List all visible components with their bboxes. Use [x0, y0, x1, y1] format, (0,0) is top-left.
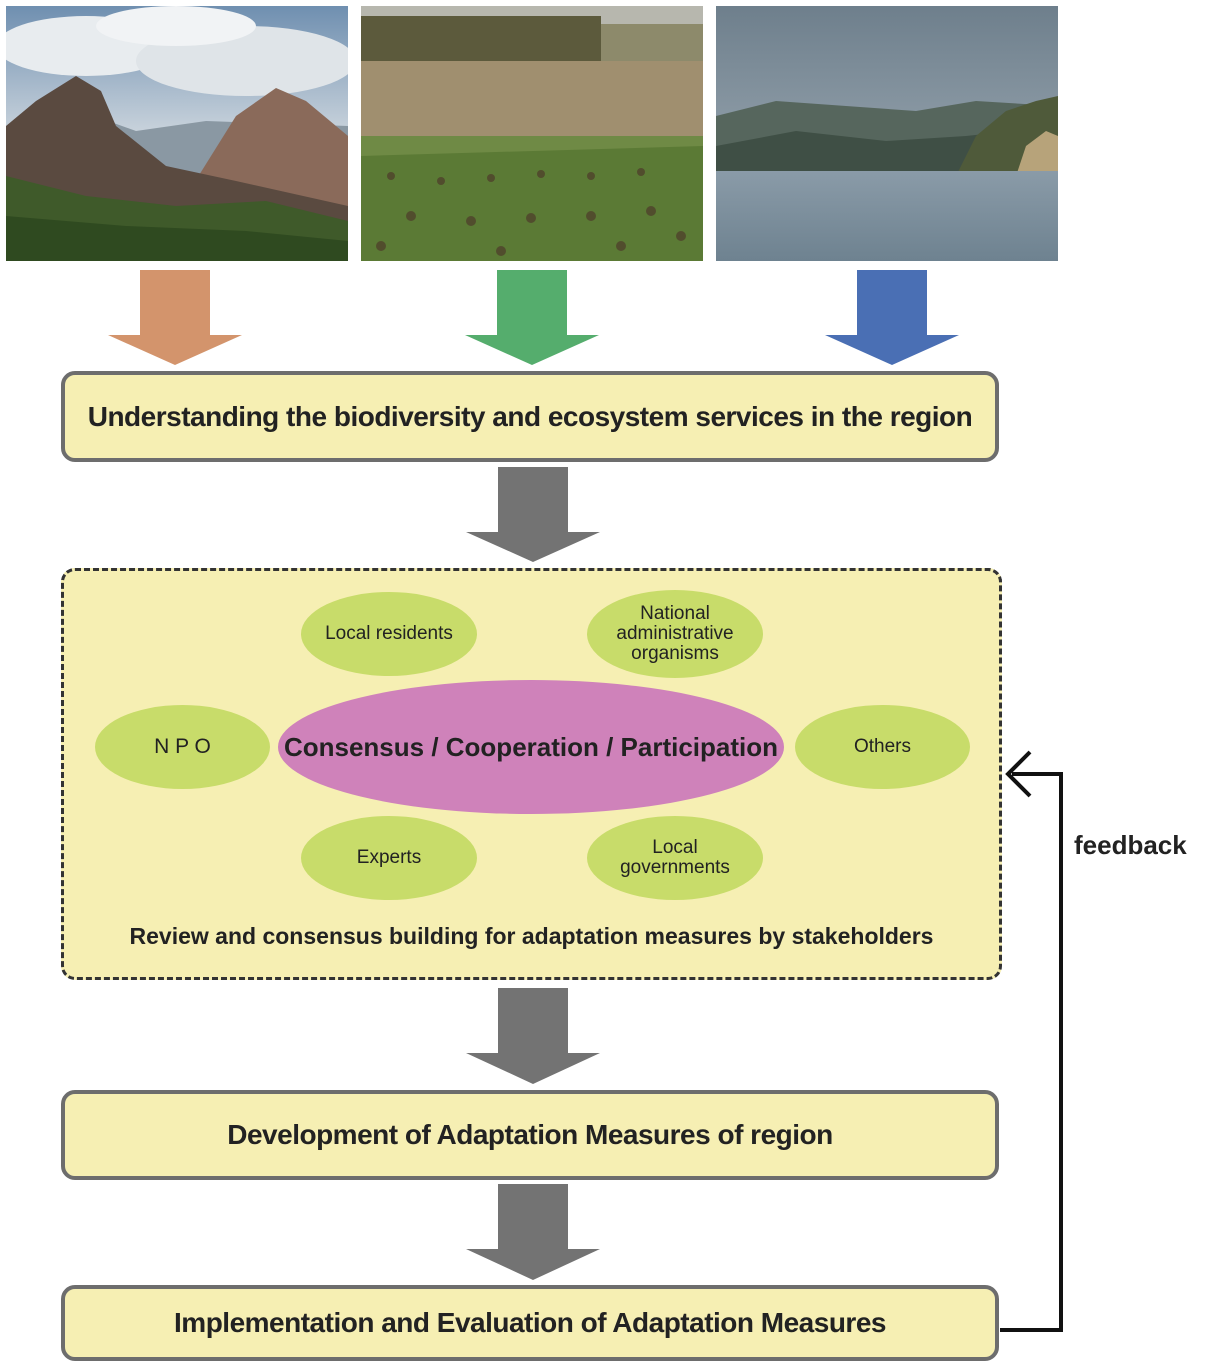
arrow-left-shape — [108, 270, 242, 365]
arrow-gray-shape — [466, 1184, 600, 1280]
arrow-down-icon — [108, 270, 242, 365]
farmland-landscape-icon — [361, 6, 703, 261]
step-development-box: Development of Adaptation Measures of re… — [61, 1090, 999, 1180]
step-understanding-box: Understanding the biodiversity and ecosy… — [61, 371, 999, 462]
step-development-label: Development of Adaptation Measures of re… — [227, 1119, 833, 1150]
national-line-3: organisms — [631, 642, 719, 664]
stakeholder-others: Others — [795, 705, 970, 789]
stakeholder-panel-caption: Review and consensus building for adapta… — [129, 923, 934, 949]
stakeholder-local-governments: Local governments — [587, 816, 763, 900]
arrow-down-icon — [465, 270, 599, 365]
lake-landscape-icon — [716, 6, 1058, 261]
arrow-down-icon — [466, 467, 600, 562]
national-line-2: administrative — [616, 623, 734, 645]
mountain-landscape-icon — [6, 6, 348, 261]
feedback-label: feedback — [1074, 830, 1187, 860]
arrow-down-icon — [825, 270, 959, 365]
arrow-down-icon — [466, 988, 600, 1084]
mountain-photo — [6, 6, 348, 261]
rice-field-photo — [361, 6, 703, 261]
stakeholder-national: National administrative organisms — [587, 590, 763, 678]
stakeholder-npo: N P O — [95, 705, 270, 789]
arrow-down-icon — [466, 1184, 600, 1280]
national-line-1: National — [640, 603, 710, 625]
step-implementation-label: Implementation and Evaluation of Adaptat… — [174, 1307, 886, 1338]
arrow-middle-shape — [465, 270, 599, 365]
step-implementation-box: Implementation and Evaluation of Adaptat… — [61, 1285, 999, 1361]
local-governments-line-2: governments — [620, 857, 730, 878]
arrow-gray-shape — [466, 467, 600, 562]
experts-label: Experts — [356, 847, 422, 869]
arrow-right-shape — [825, 270, 959, 365]
local-governments-line-1: Local — [652, 837, 698, 859]
local-residents-label: Local residents — [325, 623, 453, 645]
stakeholder-local-residents: Local residents — [301, 592, 477, 676]
npo-label: N P O — [154, 734, 211, 758]
lake-photo — [716, 6, 1058, 261]
step-understanding-label: Understanding the biodiversity and ecosy… — [87, 400, 973, 432]
consensus-label: Consensus / Cooperation / Participation — [283, 731, 779, 762]
others-label: Others — [853, 736, 912, 758]
stakeholder-experts: Experts — [301, 816, 477, 900]
arrow-gray-shape — [466, 988, 600, 1084]
consensus-ellipse: Consensus / Cooperation / Participation — [278, 680, 784, 814]
